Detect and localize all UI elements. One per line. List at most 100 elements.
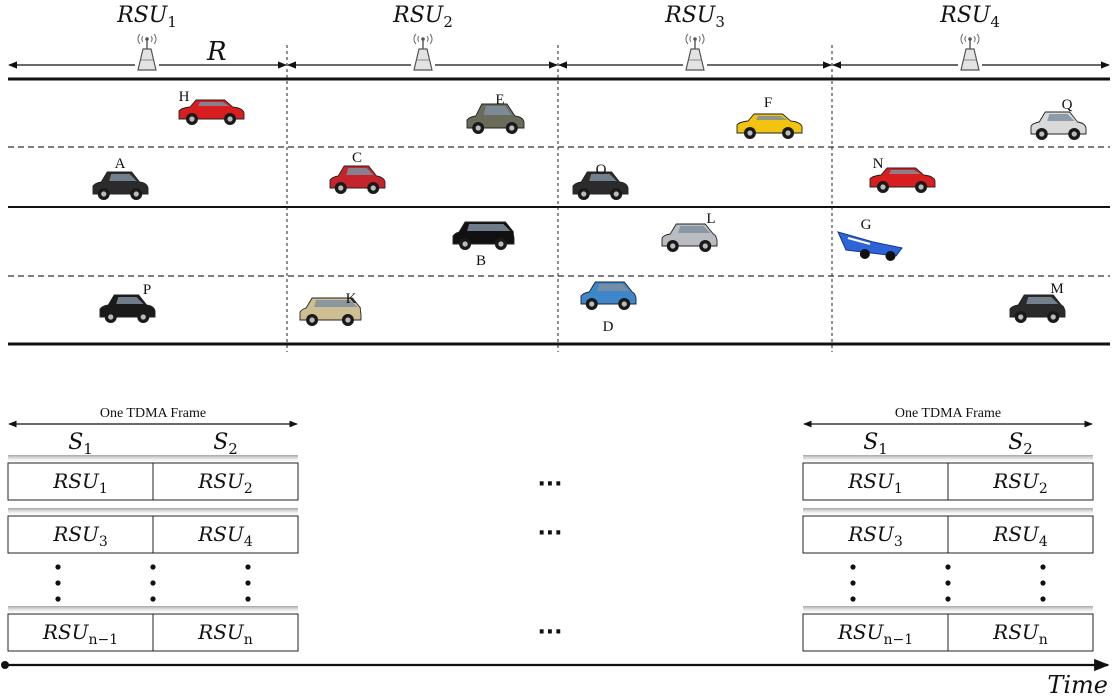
vehicle-label: E	[495, 92, 504, 108]
slot-cell	[802, 515, 949, 554]
car-icon	[452, 221, 515, 250]
vehicle-label: O	[596, 162, 607, 178]
vehicle-label: L	[706, 211, 715, 227]
range-label: R	[206, 37, 227, 67]
frame-label: One TDMA Frame	[100, 406, 206, 421]
frame-label: One TDMA Frame	[895, 406, 1001, 421]
rsu-label: RSU2	[392, 3, 453, 31]
slot-header-1: S1	[68, 430, 93, 458]
vehicle-e: E	[466, 92, 525, 134]
rsu-label: RSU1	[116, 3, 177, 31]
car-icon	[329, 165, 386, 194]
slot-cell-label: RSUn	[197, 620, 253, 648]
slot-cell-label: RSU3	[847, 522, 903, 550]
time-axis: Time	[1, 658, 1110, 698]
vertical-ellipsis	[55, 564, 61, 602]
vehicle-k: K	[299, 291, 362, 326]
rsu-tower-icon	[137, 33, 157, 71]
rsu-label: RSU4	[939, 3, 1000, 31]
vehicle-o: O	[572, 162, 629, 200]
vehicle-label: K	[346, 291, 357, 307]
vehicle-b: B	[452, 221, 515, 269]
slot-header-1: S1	[863, 430, 888, 458]
slot-cell-label: RSUn	[992, 620, 1048, 648]
vertical-ellipsis	[945, 564, 951, 602]
tdma-row: RSU3 RSU4	[802, 508, 1094, 554]
slot-cell	[947, 613, 1094, 652]
slot-cell-label: RSU2	[992, 469, 1048, 497]
vehicle-d: D	[580, 281, 637, 335]
slot-cell-label: RSU4	[992, 522, 1048, 550]
slot-cell-label: RSUn−1	[837, 620, 913, 648]
car-icon	[869, 167, 936, 193]
slot-cell-label: RSU1	[52, 469, 108, 497]
horizontal-ellipsis: ···	[537, 521, 562, 546]
slot-cell	[152, 515, 299, 554]
vehicle-f: F	[736, 95, 803, 139]
slot-cell-label: RSU2	[197, 469, 253, 497]
vertical-ellipsis	[850, 564, 856, 602]
vehicle-a: A	[92, 156, 149, 200]
slot-cell	[947, 462, 1094, 501]
vehicle-l: L	[661, 211, 718, 252]
vehicle-n: N	[869, 156, 936, 193]
slot-cell	[802, 613, 949, 652]
tdma-row: RSU1 RSU2	[7, 455, 299, 501]
rsu-2: RSU2	[392, 3, 453, 71]
car-icon	[736, 113, 803, 139]
rsu-label: RSU3	[664, 3, 725, 31]
vehicle-h: H	[178, 89, 245, 125]
horizontal-ellipsis: ···	[537, 472, 562, 497]
slot-cell	[152, 462, 299, 501]
car-icon	[572, 171, 629, 200]
vehicle-label: G	[861, 217, 872, 233]
car-icon	[580, 281, 637, 310]
car-icon	[178, 99, 245, 125]
vehicle-m: M	[1009, 281, 1066, 323]
rsu-tower-icon	[413, 33, 433, 71]
slot-cell	[152, 613, 299, 652]
rsu-4: RSU4	[939, 3, 1000, 71]
vehicle-label: Q	[1062, 97, 1073, 113]
slot-header-2: S2	[213, 430, 238, 458]
vehicles: H E F Q A C O N B L G P K D M	[92, 89, 1087, 335]
slot-header-2: S2	[1008, 430, 1033, 458]
vehicle-label: D	[603, 319, 614, 335]
vehicle-label: A	[115, 156, 126, 172]
vehicle-g: G	[837, 217, 903, 261]
rsu-tower-icon	[685, 33, 705, 71]
rsu-3: RSU3	[664, 3, 725, 71]
slot-cell-label: RSU3	[52, 522, 108, 550]
road-section: RSU1 RSU2 RSU3 RSU4 R H E F Q A C O N B L G P K D M	[8, 3, 1110, 352]
car-icon	[466, 103, 525, 134]
vehicle-label: H	[179, 89, 190, 105]
horizontal-ellipsis: ···	[537, 620, 562, 645]
vehicle-label: C	[352, 150, 362, 166]
car-icon	[92, 171, 149, 200]
car-icon	[1030, 111, 1087, 140]
slot-cell	[7, 613, 154, 652]
vehicle-q: Q	[1030, 97, 1087, 140]
car-icon	[299, 297, 362, 326]
vertical-ellipsis	[1040, 564, 1046, 602]
car-icon	[837, 231, 903, 261]
time-axis-label: Time	[1047, 671, 1108, 698]
vehicle-label: P	[143, 282, 151, 298]
car-icon	[99, 294, 156, 323]
vehicle-label: F	[764, 95, 772, 111]
slot-cell	[802, 462, 949, 501]
slot-cell	[7, 462, 154, 501]
vehicle-label: N	[873, 156, 884, 172]
car-icon	[661, 223, 718, 252]
vehicle-c: C	[329, 150, 386, 194]
vertical-ellipsis	[150, 564, 156, 602]
coverage-boundaries	[286, 45, 833, 352]
vehicle-p: P	[99, 282, 156, 323]
